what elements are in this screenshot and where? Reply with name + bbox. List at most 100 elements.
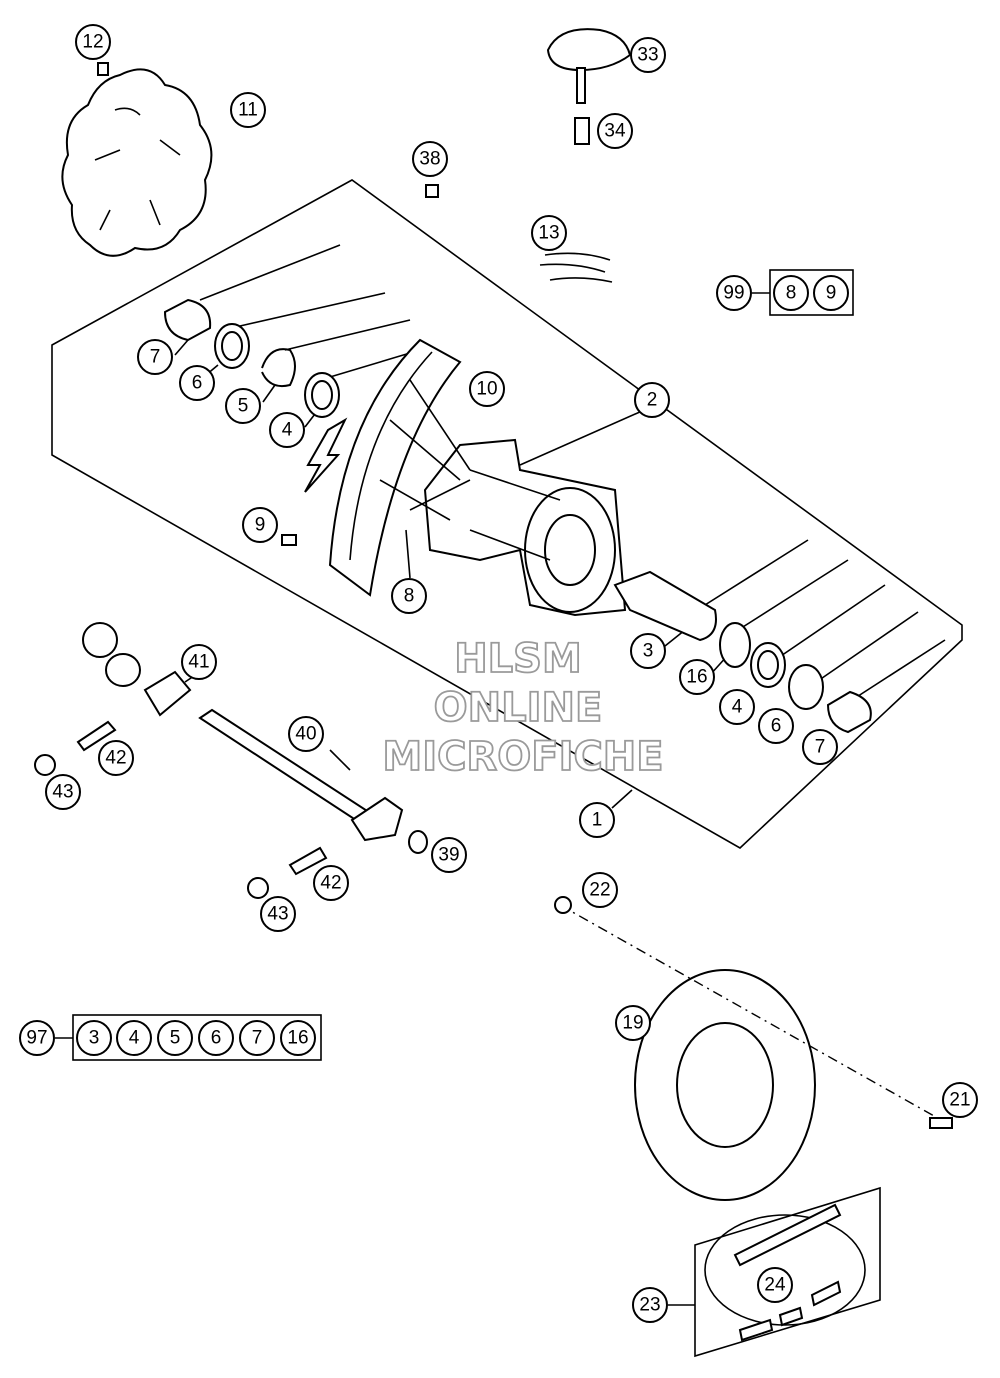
callout-9[interactable]: 9 [242, 507, 278, 543]
svg-text:4: 4 [732, 697, 743, 718]
bolt-42a [76, 720, 117, 752]
svg-text:43: 43 [267, 904, 288, 925]
svg-text:12: 12 [82, 32, 103, 53]
callout-16[interactable]: 16 [679, 659, 715, 695]
svg-text:42: 42 [320, 873, 341, 894]
callout-34[interactable]: 34 [597, 113, 633, 149]
watermark-line-3: MICROFICHE [382, 734, 663, 780]
callout-38[interactable]: 38 [412, 141, 448, 177]
chain-23-box [668, 1186, 881, 1358]
callout-40[interactable]: 40 [288, 716, 324, 752]
svg-text:7: 7 [150, 347, 161, 368]
callout-23[interactable]: 23 [632, 1287, 668, 1323]
bolt-21 [929, 1117, 953, 1129]
nut-43a [34, 754, 56, 776]
callout-42a[interactable]: 42 [98, 740, 134, 776]
kit-99-item-1[interactable]: 9 [813, 275, 849, 311]
svg-text:9: 9 [255, 515, 266, 536]
callout-12[interactable]: 12 [75, 24, 111, 60]
callout-19[interactable]: 19 [615, 1005, 651, 1041]
right-bearings [613, 570, 872, 734]
kit-97-item-1[interactable]: 4 [116, 1020, 152, 1056]
callout-11[interactable]: 11 [230, 92, 266, 128]
callout-21[interactable]: 21 [942, 1082, 978, 1118]
axle-40 [198, 708, 404, 842]
brake-disc [61, 68, 213, 257]
kit-97-item-3[interactable]: 6 [198, 1020, 234, 1056]
svg-text:99: 99 [723, 283, 744, 304]
svg-text:5: 5 [238, 396, 249, 417]
svg-text:5: 5 [170, 1028, 181, 1049]
callout-1[interactable]: 1 [579, 802, 615, 838]
callout-42b[interactable]: 42 [313, 865, 349, 901]
svg-text:9: 9 [826, 283, 837, 304]
wheel-assembly-outline [51, 179, 963, 849]
callout-33[interactable]: 33 [630, 37, 666, 73]
callout-39[interactable]: 39 [431, 837, 467, 873]
callout-5[interactable]: 5 [225, 388, 261, 424]
svg-text:97: 97 [26, 1028, 47, 1049]
sprocket-19 [559, 904, 951, 1201]
rotation-arrow [304, 417, 348, 493]
svg-text:3: 3 [89, 1028, 100, 1049]
hub-2 [379, 379, 627, 617]
spoke-8 [409, 479, 471, 511]
callout-13[interactable]: 13 [531, 215, 567, 251]
svg-text:7: 7 [252, 1028, 263, 1049]
nut-44 [105, 653, 141, 687]
svg-text:23: 23 [639, 1295, 660, 1316]
svg-text:16: 16 [287, 1028, 308, 1049]
svg-text:21: 21 [949, 1090, 970, 1111]
callout-43a[interactable]: 43 [45, 774, 81, 810]
callout-3[interactable]: 3 [630, 633, 666, 669]
callout-22[interactable]: 22 [582, 872, 618, 908]
svg-text:19: 19 [622, 1013, 643, 1034]
axle-cap-33 [546, 28, 632, 104]
nipple-9 [281, 534, 297, 546]
svg-text:39: 39 [438, 845, 459, 866]
svg-text:8: 8 [786, 283, 797, 304]
svg-text:22: 22 [589, 880, 610, 901]
callout-6b[interactable]: 6 [758, 708, 794, 744]
kit-99-callout[interactable]: 99 [716, 275, 752, 311]
svg-text:24: 24 [764, 1275, 786, 1296]
callout-43b[interactable]: 43 [260, 896, 296, 932]
left-bearings [163, 298, 340, 418]
callout-4b[interactable]: 4 [719, 689, 755, 725]
svg-text:43: 43 [52, 782, 73, 803]
callout-7b[interactable]: 7 [802, 729, 838, 765]
callout-41[interactable]: 41 [181, 644, 217, 680]
nut-39 [408, 830, 428, 854]
svg-text:6: 6 [211, 1028, 222, 1049]
callout-44[interactable] [82, 622, 118, 658]
callout-2[interactable]: 2 [634, 382, 670, 418]
nut-43b [247, 877, 269, 899]
kit-97-item-0[interactable]: 3 [76, 1020, 112, 1056]
kit-97-item-5[interactable]: 16 [280, 1020, 316, 1056]
bolt-12 [97, 62, 109, 76]
watermark-line-1: HLSM [454, 636, 582, 682]
svg-text:33: 33 [637, 45, 658, 66]
svg-text:34: 34 [604, 121, 626, 142]
callout-8[interactable]: 8 [391, 578, 427, 614]
svg-text:4: 4 [282, 420, 293, 441]
watermark-line-2: ONLINE [434, 685, 603, 731]
callout-24[interactable]: 24 [757, 1267, 793, 1303]
svg-text:13: 13 [538, 223, 559, 244]
svg-text:7: 7 [815, 737, 826, 758]
kit-99-group: 99 8 9 [716, 269, 854, 316]
kit-99-item-0[interactable]: 8 [773, 275, 809, 311]
callout-7a[interactable]: 7 [137, 339, 173, 375]
kit-97-callout[interactable]: 97 [19, 1020, 55, 1056]
bolt-42b [288, 846, 328, 876]
svg-text:38: 38 [419, 149, 440, 170]
kit-97-item-2[interactable]: 5 [157, 1020, 193, 1056]
svg-text:10: 10 [476, 379, 497, 400]
callout-6a[interactable]: 6 [179, 365, 215, 401]
kit-97-group: 97 3 4 5 6 7 16 [19, 1014, 322, 1061]
callout-4a[interactable]: 4 [269, 412, 305, 448]
callout-10[interactable]: 10 [469, 371, 505, 407]
svg-text:8: 8 [404, 586, 415, 607]
kit-97-item-4[interactable]: 7 [239, 1020, 275, 1056]
svg-text:40: 40 [295, 724, 316, 745]
